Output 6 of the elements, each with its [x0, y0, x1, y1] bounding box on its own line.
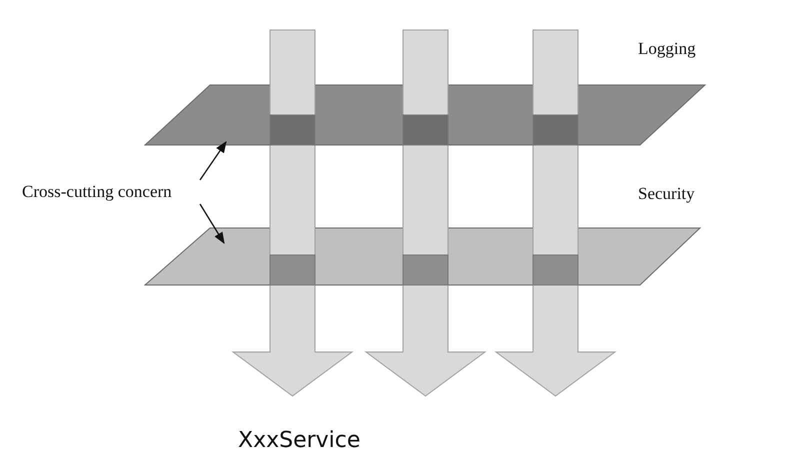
plane-label: Security — [638, 184, 695, 204]
leader-arrow — [199, 141, 227, 180]
leader-arrow — [199, 204, 225, 244]
plane-label: Logging — [638, 39, 696, 59]
component-label: XxxService — [238, 428, 360, 453]
callout-text: Cross-cutting concern — [22, 182, 172, 202]
